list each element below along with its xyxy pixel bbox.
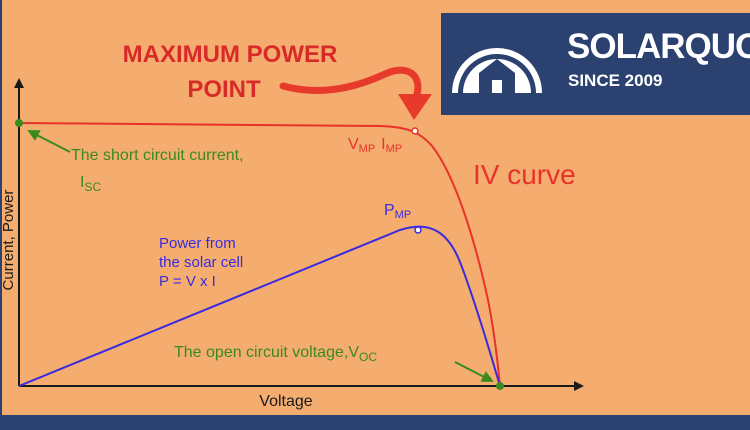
x-axis-label: Voltage	[259, 393, 312, 410]
power-line2: the solar cell	[159, 254, 243, 271]
power-line1: Power from	[159, 235, 236, 252]
house-sun-icon	[452, 48, 542, 94]
pmp-subscript: MP	[395, 209, 412, 221]
open-circuit-text: The open circuit voltage,V	[174, 344, 359, 361]
power-curve	[18, 225, 501, 387]
iv-curve-label: IV curve	[473, 159, 576, 190]
imp-subscript: MP	[386, 143, 403, 155]
isc-symbol: I	[80, 174, 84, 191]
headline-line2: POINT	[187, 76, 261, 103]
y-axis-label: Current, Power	[0, 190, 17, 291]
power-line3: P = V x I	[159, 273, 216, 290]
pmp-symbol: P	[384, 202, 395, 219]
headline-arrow	[279, 66, 422, 106]
mpp-iv-point	[411, 127, 419, 135]
imp-symbol: I	[381, 136, 385, 153]
vmp-symbol: V	[348, 136, 359, 153]
logo-since: SINCE 2009	[568, 71, 663, 90]
bottom-bar	[0, 415, 750, 430]
vmp-subscript: MP	[359, 143, 376, 155]
logo-wordmark: SOLARQUOTES	[567, 27, 750, 66]
isc-point	[15, 119, 23, 127]
open-circuit-label: The open circuit voltage,VOC	[174, 344, 377, 364]
isc-label: ISC	[80, 174, 101, 194]
voc-point	[496, 382, 504, 390]
mpp-power-point	[414, 226, 422, 234]
solarquotes-logo[interactable]: SOLARQUOTES SINCE 2009	[441, 13, 750, 115]
pmp-label: PMP	[384, 202, 411, 221]
left-border	[0, 0, 2, 430]
isc-subscript: SC	[84, 180, 101, 194]
open-circuit-arrow	[454, 361, 494, 382]
headline-arrowhead	[398, 94, 432, 120]
short-circuit-arrow	[27, 130, 71, 153]
short-circuit-label: The short circuit current,	[71, 147, 244, 164]
voc-subscript: OC	[359, 350, 377, 364]
headline-line1: MAXIMUM POWER	[123, 41, 338, 68]
